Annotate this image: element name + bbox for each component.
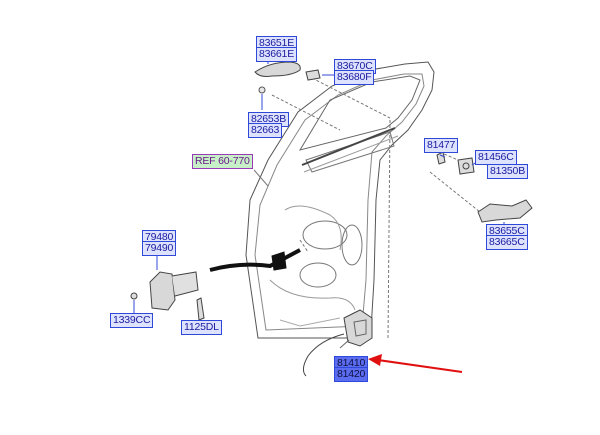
part-label-83661E[interactable]: 83661E	[256, 47, 298, 62]
part-label-81456C[interactable]: 81456C	[475, 150, 517, 165]
highlight-arrow	[377, 359, 463, 373]
part-label-1125DL[interactable]: 1125DL	[181, 320, 222, 335]
part-label-79490[interactable]: 79490	[142, 241, 177, 256]
actuator-rod	[209, 248, 301, 272]
part-label-82663[interactable]: 82663	[248, 123, 283, 138]
part-label-1339CC[interactable]: 1339CC	[110, 313, 154, 328]
outside-handle	[254, 61, 301, 77]
inside-handle	[477, 199, 533, 223]
part-label-83665C[interactable]: 83665C	[486, 235, 528, 250]
part-label-81420[interactable]: 81420	[334, 367, 369, 382]
part-label-83680F[interactable]: 83680F	[334, 70, 375, 85]
door-panel-inner	[254, 73, 425, 331]
door-check	[149, 271, 176, 311]
window-frame	[298, 75, 421, 151]
handle-cover	[305, 69, 321, 81]
highlight-arrowhead	[368, 354, 382, 366]
part-label-81350B[interactable]: 81350B	[487, 164, 529, 179]
door-latch	[343, 309, 373, 347]
ref-label[interactable]: REF 60-770	[192, 154, 253, 169]
door-panel-outline	[245, 61, 435, 339]
part-label-81477[interactable]: 81477	[424, 138, 459, 153]
